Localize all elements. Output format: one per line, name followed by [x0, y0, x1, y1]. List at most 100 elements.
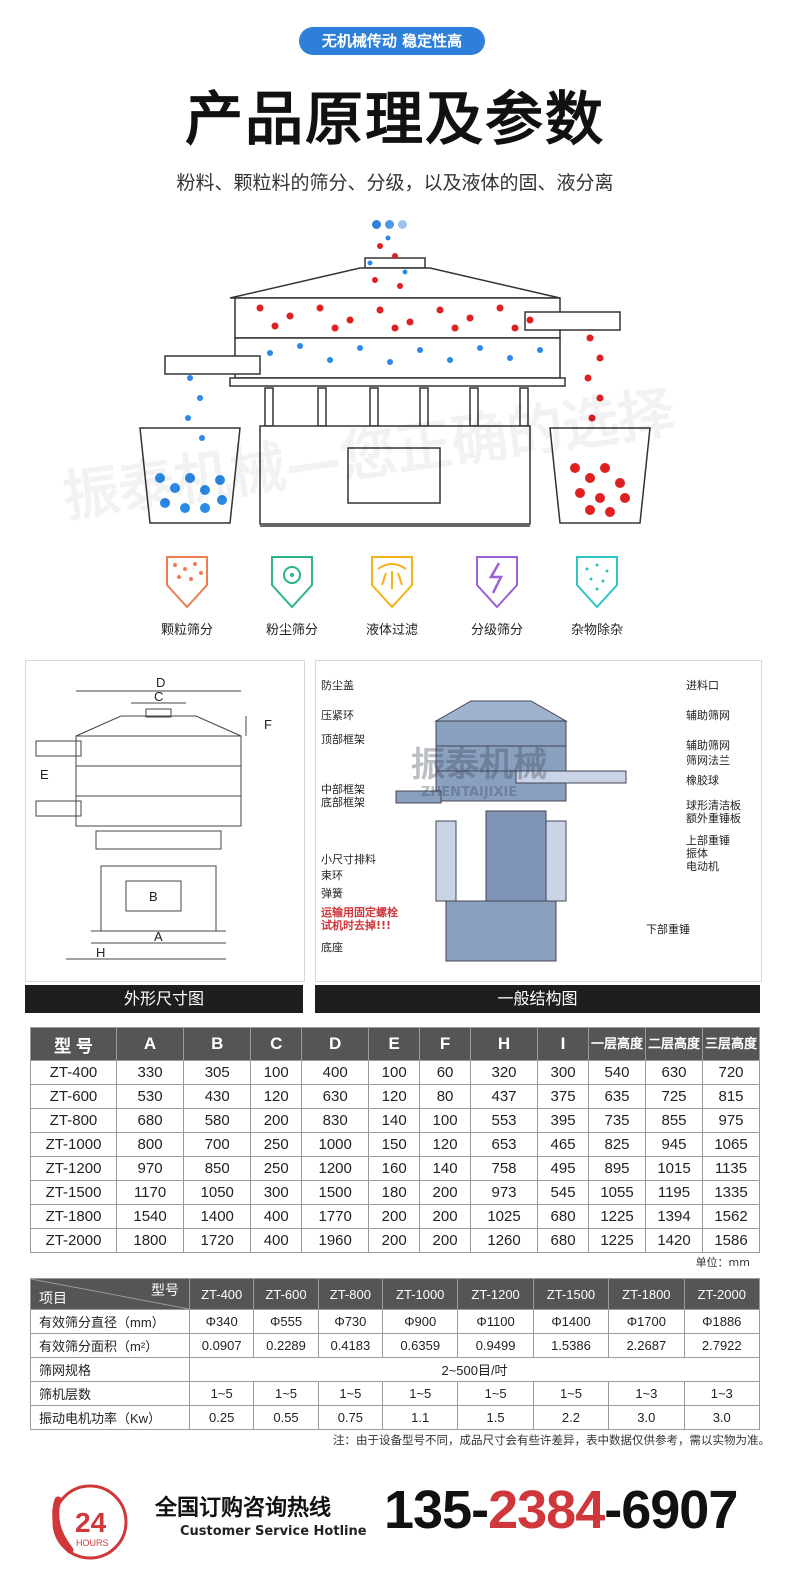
table-cell: 120	[419, 1132, 471, 1157]
table-cell: 1000	[301, 1132, 370, 1157]
table-cell: 1260	[469, 1228, 539, 1253]
col-header: A	[115, 1027, 185, 1061]
table-cell: ZT-1800	[30, 1204, 117, 1229]
table-cell: 1562	[702, 1204, 760, 1229]
feature-dust-sieve: 粉尘筛分	[247, 555, 337, 638]
table-cell: 140	[368, 1108, 421, 1133]
table-cell: 60	[419, 1060, 471, 1085]
table-cell: 400	[301, 1060, 370, 1085]
table-cell: 1~5	[253, 1381, 319, 1406]
label-upper-weight: 上部重锤	[686, 833, 730, 847]
table-cell: Φ1886	[683, 1309, 761, 1334]
disclaimer-note: 注：由于设备型号不同，成品尺寸会有些许差异，表中数据仅供参考，需以实物为准。	[333, 1433, 770, 1447]
table-cell: 0.25	[188, 1405, 255, 1430]
table-cell: 150	[368, 1132, 421, 1157]
table-cell: Φ900	[382, 1309, 459, 1334]
table-cell: 530	[115, 1084, 185, 1109]
table-cell: 1065	[702, 1132, 760, 1157]
table-cell: 758	[469, 1156, 539, 1181]
table-cell: 2.7922	[683, 1333, 761, 1358]
table-cell: 0.6359	[382, 1333, 459, 1358]
merged-cell: 2~500目/吋	[189, 1357, 760, 1382]
col-header: ZT-1200	[457, 1278, 534, 1310]
hotline-phone[interactable]: 135-2384-6907	[384, 1479, 738, 1541]
table-cell: 3.0	[683, 1405, 761, 1430]
table-cell: 200	[368, 1204, 421, 1229]
table-cell: 300	[250, 1180, 303, 1205]
col-header: ZT-800	[317, 1278, 384, 1310]
table-cell: 250	[250, 1132, 303, 1157]
table-cell: 825	[588, 1132, 646, 1157]
table-cell: 1960	[301, 1228, 370, 1253]
corner-diagonal	[31, 1279, 189, 1309]
unit-note: 单位：mm	[695, 1256, 750, 1269]
table-cell: 495	[537, 1156, 589, 1181]
col-header: ZT-400	[188, 1278, 255, 1310]
badge-number: 24	[75, 1507, 107, 1538]
corner-bottom-label: 项目	[39, 1290, 67, 1306]
table-cell: 200	[250, 1108, 303, 1133]
coarse-particles	[256, 243, 630, 517]
table-cell: 0.9499	[457, 1333, 534, 1358]
label-band-ring: 束环	[321, 869, 343, 882]
table-cell: 545	[537, 1180, 589, 1205]
col-header: D	[301, 1027, 370, 1061]
table-cell: 80	[419, 1084, 471, 1109]
table-cell: 700	[183, 1132, 252, 1157]
table-cell: 1335	[702, 1180, 760, 1205]
dim-label-e: E	[40, 767, 49, 782]
hotline-label: 全国订购咨询热线	[155, 1496, 332, 1521]
table-cell: ZT-1500	[30, 1180, 117, 1205]
label-ball-cleaner: 球形清洁板	[686, 798, 741, 812]
table-cell: 0.75	[317, 1405, 384, 1430]
structure-drawing: 运输用固定螺栓 试机时去掉!!! 防尘盖 压紧环 顶部框架 中部框架 底部框架 …	[321, 678, 741, 962]
table-cell: 465	[537, 1132, 589, 1157]
table-cell: 970	[115, 1156, 185, 1181]
feature-label: 粉尘筛分	[265, 623, 318, 638]
table-cell: 725	[645, 1084, 703, 1109]
table-cell: 120	[368, 1084, 421, 1109]
label-base: 底座	[321, 940, 343, 954]
table-cell: 553	[469, 1108, 539, 1133]
row-label: 筛机层数	[30, 1381, 190, 1406]
row-label: 筛网规格	[30, 1357, 190, 1382]
corner-top-label: 型号	[151, 1282, 179, 1298]
table-cell: 330	[115, 1060, 185, 1085]
table-cell: 1420	[645, 1228, 703, 1253]
dimension-diagram-caption: 外形尺寸图	[25, 985, 303, 1013]
col-header: ZT-1500	[532, 1278, 610, 1310]
table-cell: 1~5	[317, 1381, 384, 1406]
table-cell: 0.4183	[317, 1333, 384, 1358]
dim-label-f: F	[264, 717, 272, 732]
col-header: ZT-600	[253, 1278, 319, 1310]
table-header-row: 型 号 A B C D E F H I 一层高度 二层高度 三层高度	[30, 1027, 760, 1061]
table-cell: 1500	[301, 1180, 370, 1205]
feature-label: 分级筛分	[470, 623, 523, 638]
table-cell: 1195	[645, 1180, 703, 1205]
table-cell: 973	[469, 1180, 539, 1205]
table-cell: 1~3	[608, 1381, 685, 1406]
table-cell: ZT-400	[30, 1060, 117, 1085]
table-cell: 1.5386	[532, 1333, 610, 1358]
col-header: 一层高度	[588, 1027, 646, 1061]
feature-particle-sieve: 颗粒筛分	[142, 555, 232, 638]
row-label: 有效筛分直径（mm）	[30, 1309, 190, 1334]
page-title: 产品原理及参数	[184, 85, 605, 153]
table-cell: 630	[301, 1084, 370, 1109]
table-cell: ZT-1000	[30, 1132, 117, 1157]
decorative-dots	[370, 214, 409, 233]
table-header-row: 型号 项目 ZT-400 ZT-600 ZT-800 ZT-1000 ZT-12…	[30, 1278, 761, 1310]
dim-label-h: H	[96, 945, 105, 960]
label-spring: 弹簧	[321, 886, 343, 900]
table-cell: 680	[537, 1228, 589, 1253]
table-cell: 1720	[183, 1228, 252, 1253]
table-cell: 375	[537, 1084, 589, 1109]
